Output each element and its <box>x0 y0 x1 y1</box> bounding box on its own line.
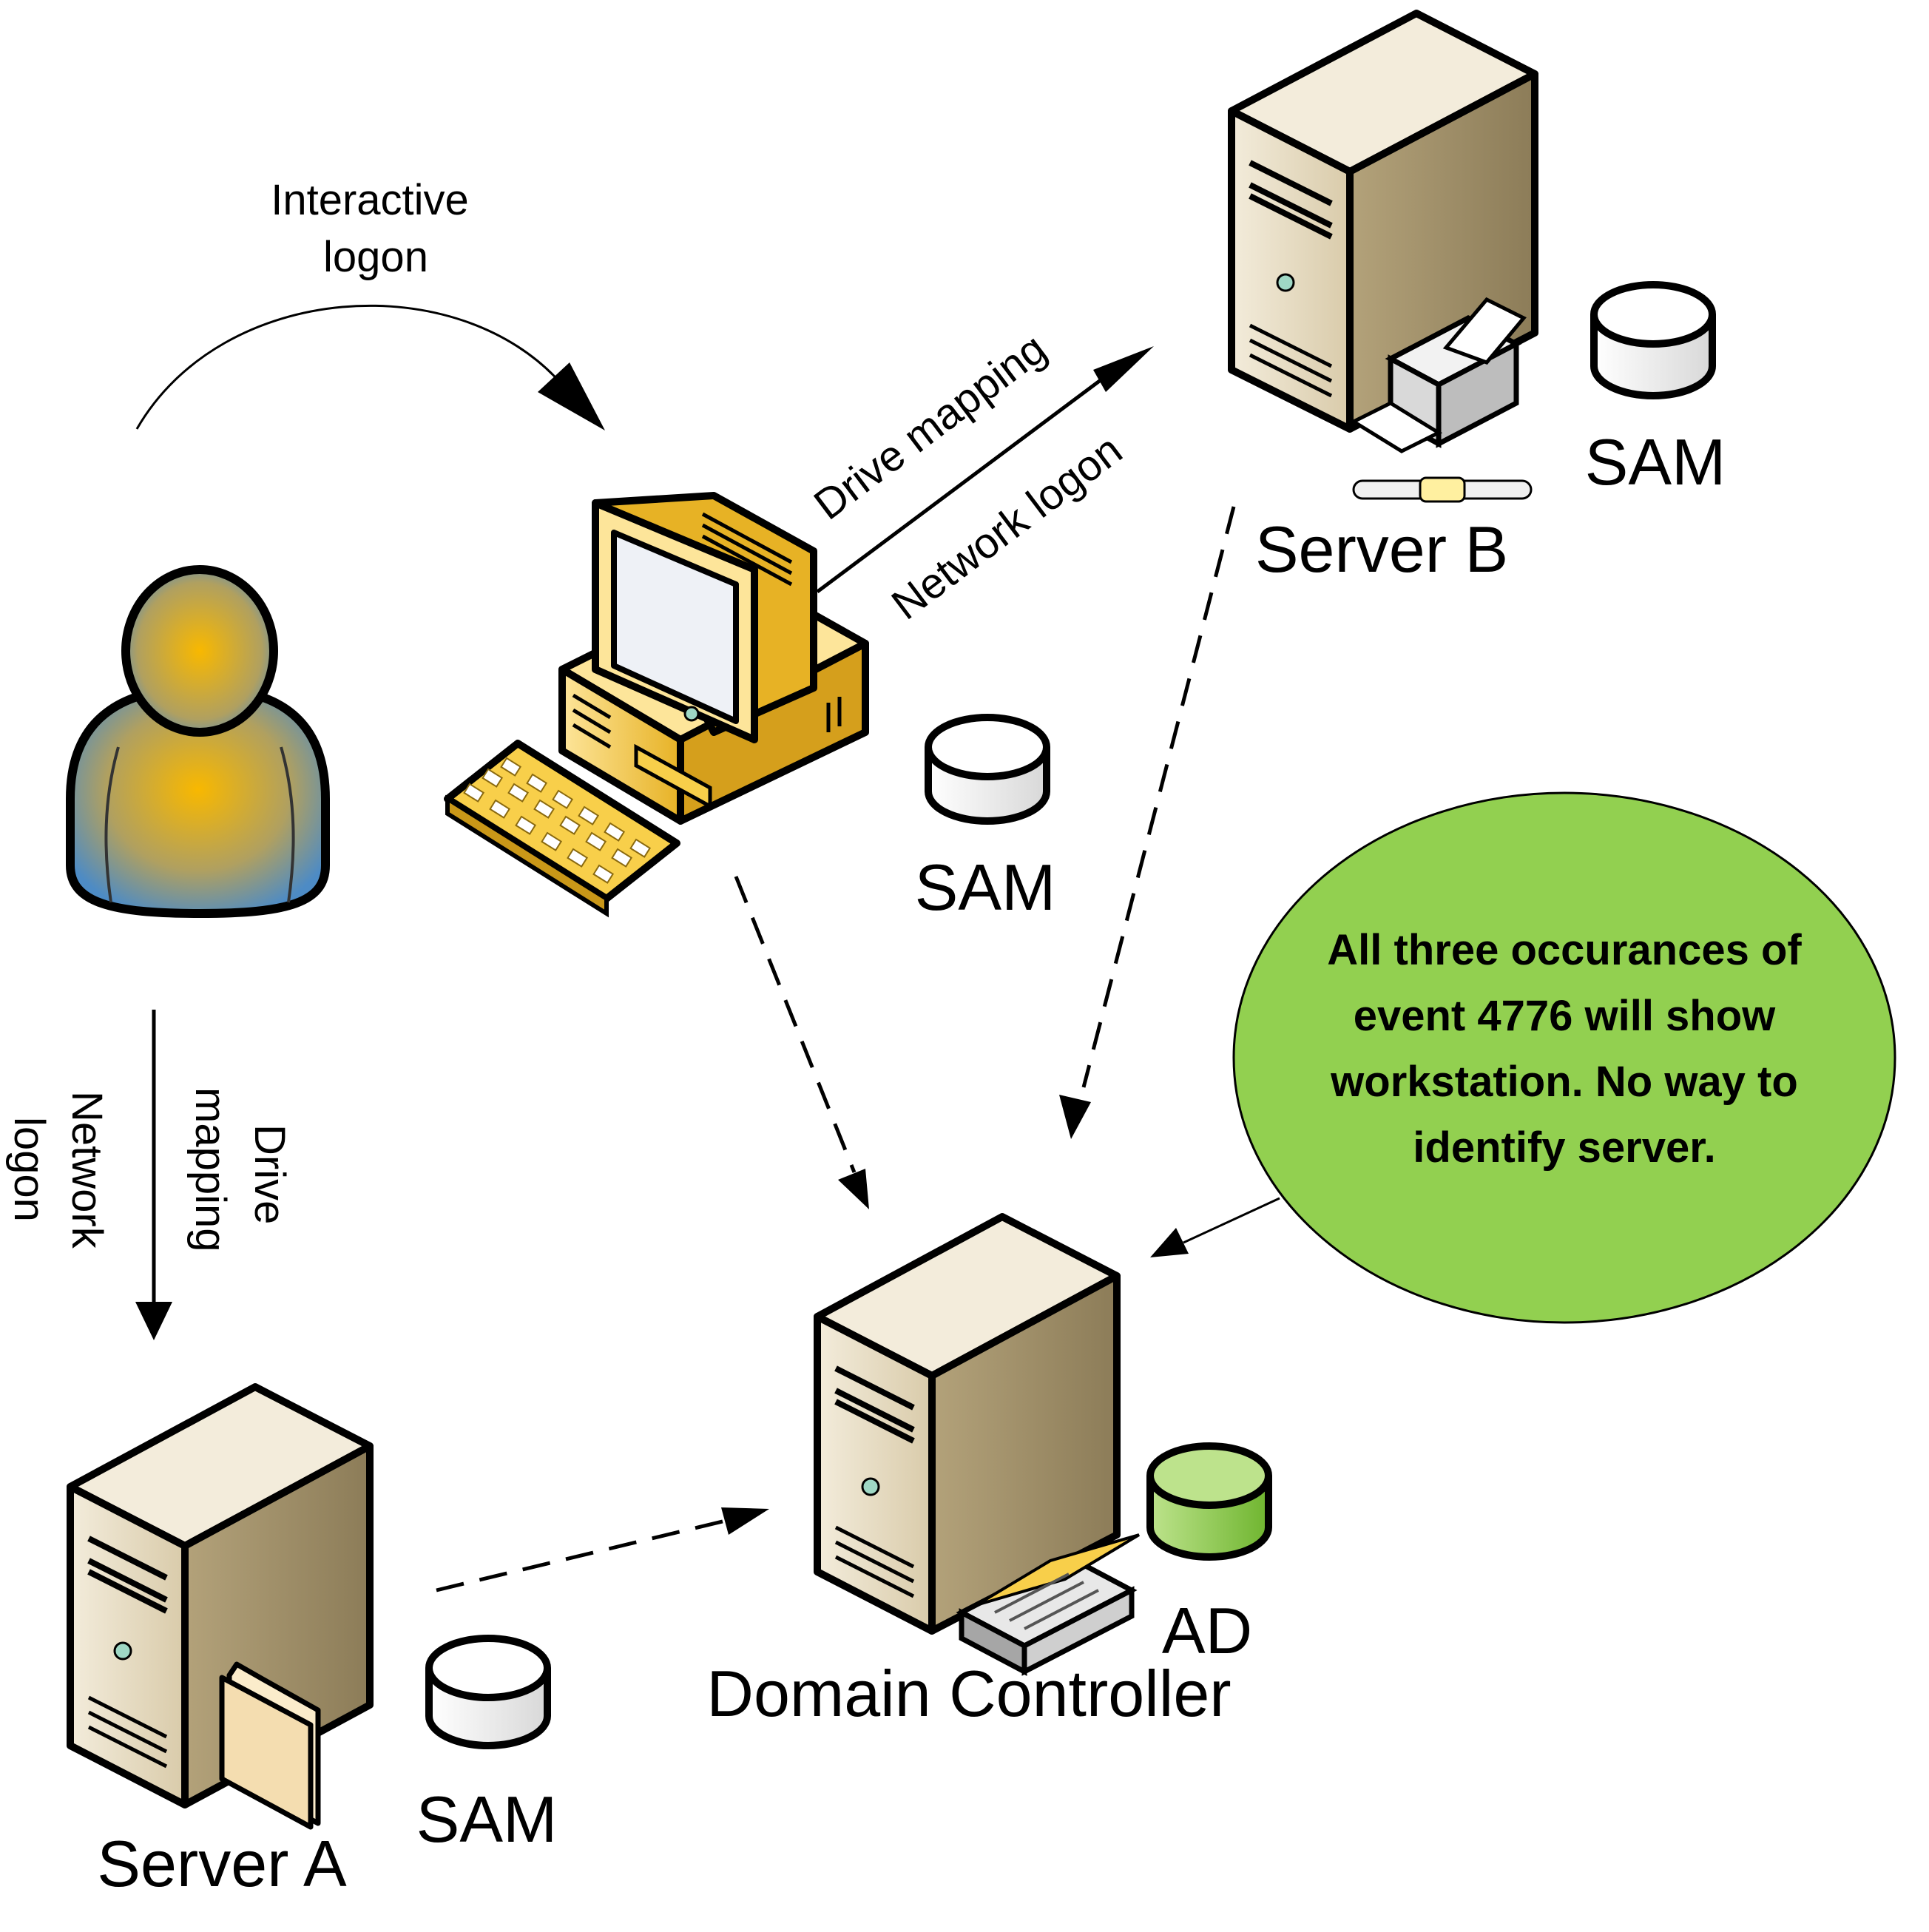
dashed-arrowhead-workstation-to-dc <box>838 1169 869 1209</box>
callout-pointer-line <box>1183 1197 1280 1244</box>
interactive-logon-arrowhead <box>538 362 605 430</box>
network-logon-label-left-2: logon <box>5 1117 53 1222</box>
drive-mapping-arrow-server-b <box>816 360 1126 594</box>
network-logon-label-left-1: Network <box>63 1091 111 1249</box>
database-icon-workstation <box>925 714 1050 825</box>
ad-label: AD <box>1162 1594 1252 1667</box>
network-connector-icon-server-b <box>1352 476 1533 503</box>
sam-label-server-a: SAM <box>416 1783 558 1856</box>
callout-text-line-2: event 4776 will show <box>1354 992 1776 1040</box>
callout-pointer-arrowhead <box>1150 1228 1189 1257</box>
printer-icon-server-b <box>1349 297 1527 453</box>
server-b-label: Server B <box>1255 513 1508 586</box>
server-icon-domain-controller <box>814 1213 1121 1635</box>
interactive-logon-label-1: Interactive <box>271 176 469 224</box>
workstation-icon <box>444 492 869 918</box>
server-icon-server-a <box>67 1383 374 1808</box>
folder-icon-server-a <box>219 1661 321 1830</box>
drive-mapping-arrowhead-server-a <box>135 1302 172 1340</box>
dashed-arrow-server-a-to-dc <box>436 1518 729 1592</box>
user-icon <box>66 565 330 919</box>
callout-text-line-4: identify server. <box>1413 1124 1715 1172</box>
sam-label-server-b: SAM <box>1585 425 1726 499</box>
drive-mapping-label-left-2: mapping <box>186 1087 234 1252</box>
dashed-arrowhead-server-b-to-dc <box>1059 1095 1091 1139</box>
database-icon-server-b <box>1590 281 1716 399</box>
dashed-arrow-server-b-to-dc <box>1081 506 1236 1088</box>
dashed-arrow-workstation-to-dc <box>734 876 857 1173</box>
database-icon-server-a <box>425 1635 551 1749</box>
drive-mapping-label-left-1: Drive <box>246 1124 294 1224</box>
interactive-logon-arrow <box>135 304 564 430</box>
sam-label-workstation: SAM <box>915 851 1056 924</box>
dashed-arrowhead-server-a-to-dc <box>721 1507 769 1535</box>
interactive-logon-label-2: logon <box>323 233 428 281</box>
drive-mapping-arrowhead-server-b <box>1093 346 1154 392</box>
callout-text-line-1: All three occurances of <box>1327 926 1802 974</box>
callout-bubble <box>1232 791 1896 1324</box>
callout-text-line-3: workstation. No way to <box>1330 1058 1798 1106</box>
database-icon-ad <box>1146 1442 1272 1561</box>
server-a-label: Server A <box>97 1827 347 1900</box>
directory-book-icon <box>956 1533 1141 1676</box>
domain-controller-label: Domain Controller <box>706 1657 1231 1730</box>
